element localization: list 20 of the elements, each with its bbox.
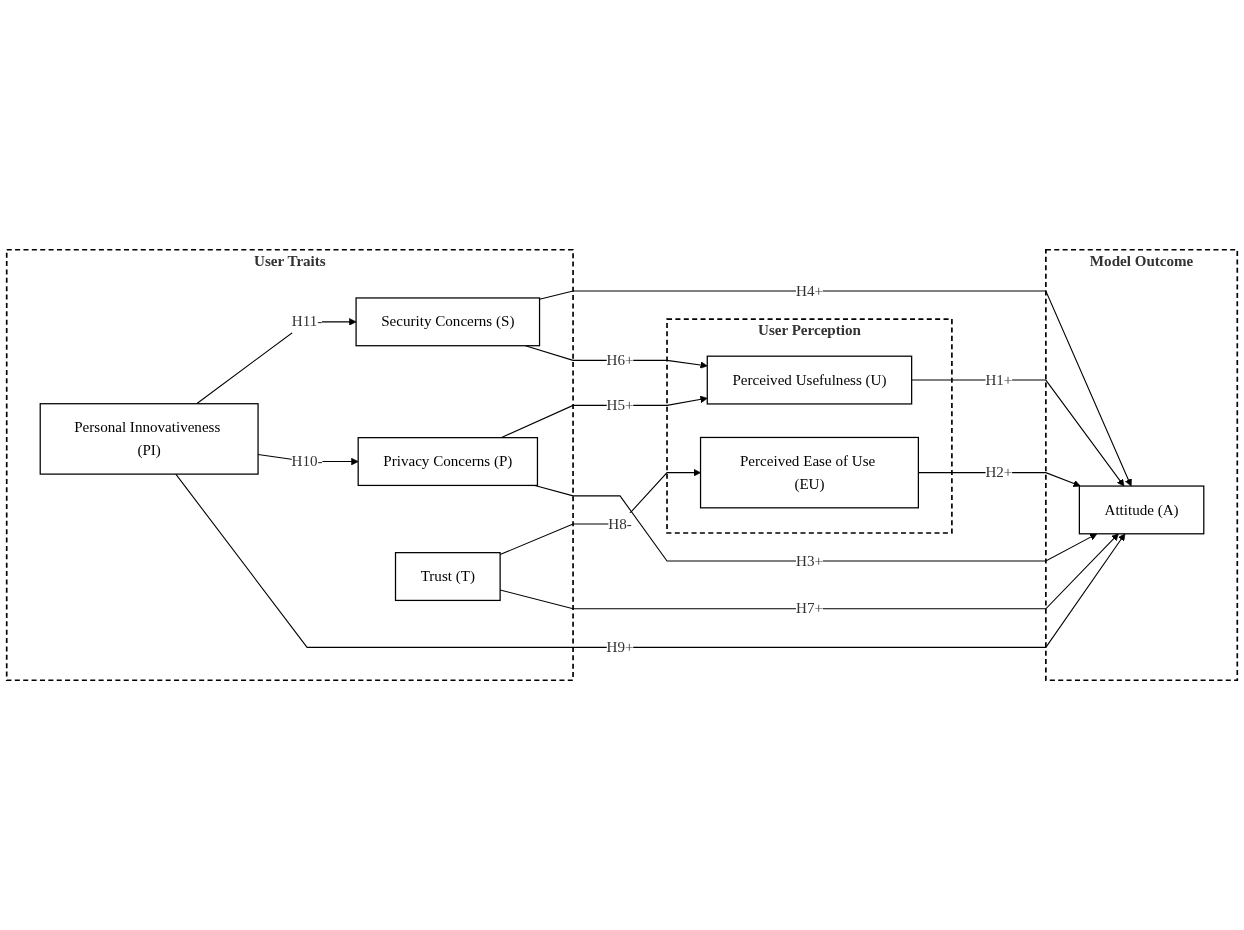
arrow — [534, 484, 1098, 562]
edge-label: H5+ — [606, 396, 634, 414]
node-box: Perceived Usefulness (U) — [706, 355, 913, 405]
node-box: Trust (T) — [394, 552, 501, 602]
edge-label: H4+ — [795, 282, 823, 299]
edge-label: H9+ — [606, 638, 634, 656]
edge-label: H11- — [291, 313, 323, 330]
node-box: Perceived Ease of Use (EU) — [699, 436, 919, 509]
edge-label: H8- — [608, 515, 632, 532]
node-box: Security Concerns (S) — [355, 297, 541, 347]
node-box: Privacy Concerns (P) — [357, 437, 539, 487]
edge-label: H3+ — [795, 552, 823, 569]
node-box: Attitude (A) — [1078, 485, 1205, 535]
edge-label: H10- — [291, 452, 323, 470]
edge-label: H7+ — [795, 600, 823, 617]
edge-label: H6+ — [606, 351, 634, 369]
arrow — [499, 468, 701, 556]
edge-label: H1+ — [985, 371, 1013, 389]
node-box: Personal Innovativeness (PI) — [39, 403, 259, 475]
edge-label: H2+ — [985, 463, 1013, 481]
